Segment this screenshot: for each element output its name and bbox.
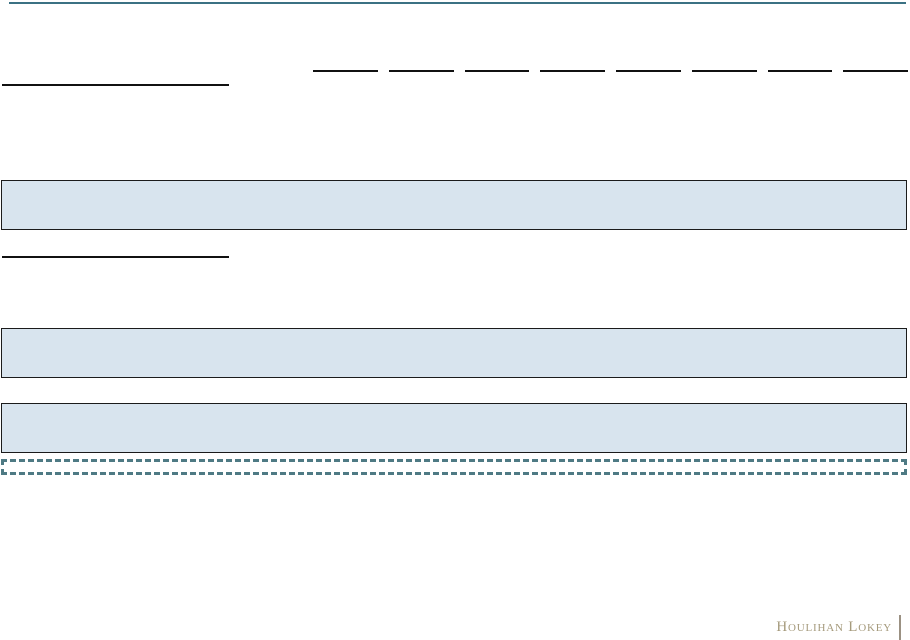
column-rule-segment <box>313 70 378 72</box>
section-title-underline-1 <box>2 84 229 86</box>
top-accent-rule <box>9 2 906 4</box>
section-title-underline-2 <box>2 256 229 258</box>
highlight-box-2 <box>1 328 907 378</box>
column-rule-segment <box>540 70 605 72</box>
column-rule-segment <box>616 70 681 72</box>
highlight-box-3 <box>1 403 907 453</box>
column-rule-segment <box>464 70 530 72</box>
table-column-header-rules <box>313 70 908 72</box>
dashed-placeholder-box <box>1 459 907 475</box>
column-rule-segment <box>388 70 454 72</box>
highlight-box-1 <box>1 180 907 230</box>
column-rule-segment <box>843 70 908 72</box>
column-rule-segment <box>767 70 833 72</box>
company-logo: Houlihan Lokey <box>776 619 892 635</box>
footer-divider-bar <box>899 615 901 640</box>
column-rule-segment <box>691 70 757 72</box>
